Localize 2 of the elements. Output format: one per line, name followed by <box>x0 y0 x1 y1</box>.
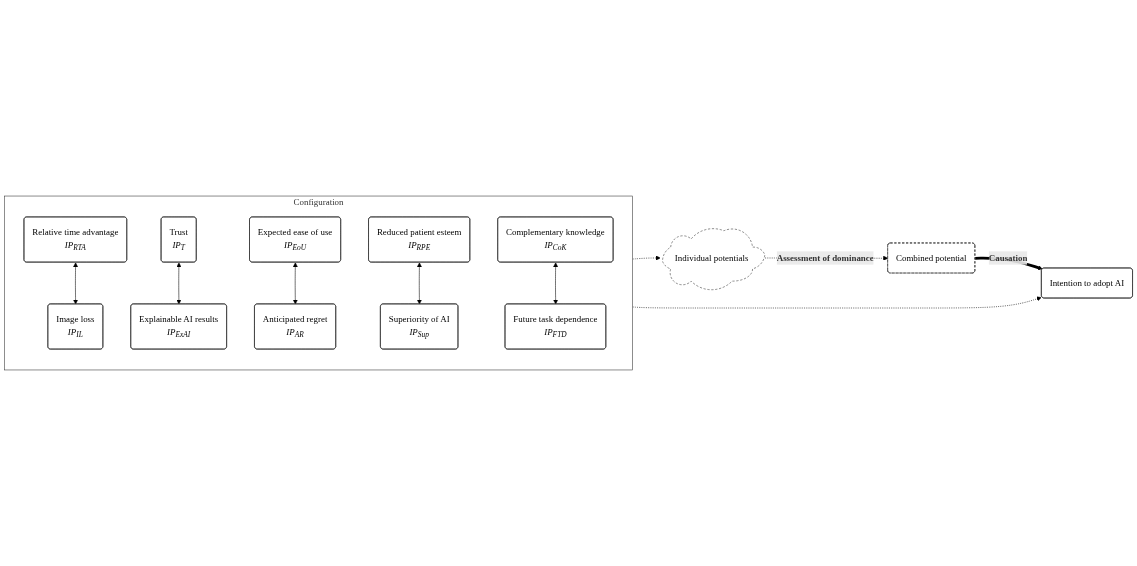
edge-label: Assessment of dominance <box>776 252 874 263</box>
edge-label: Causation <box>988 252 1028 263</box>
